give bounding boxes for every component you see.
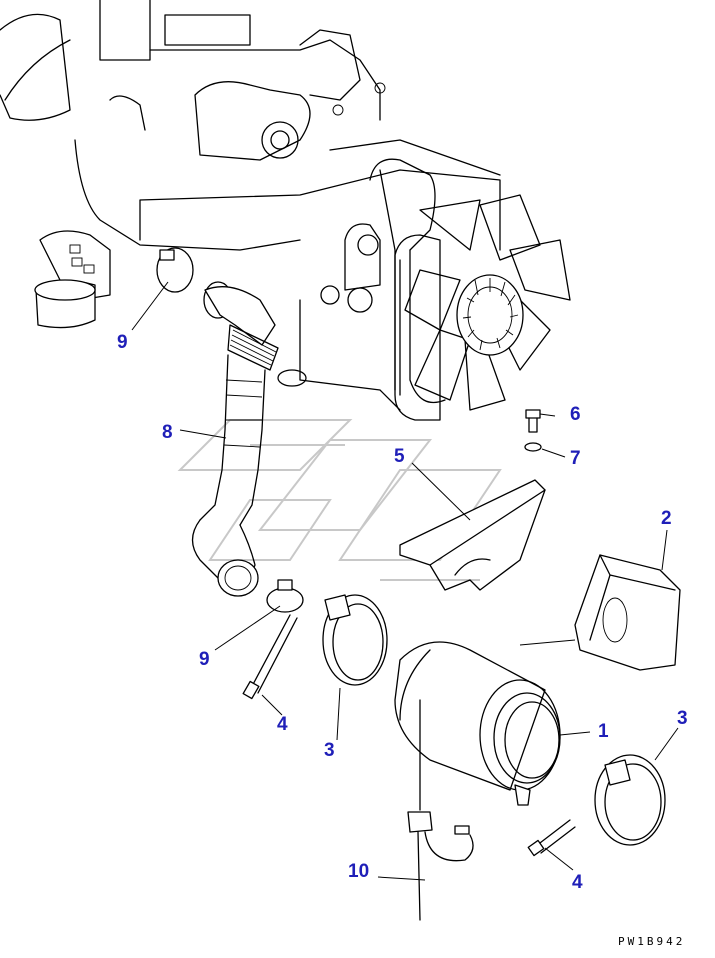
hose-clamp-lower [266,579,304,613]
callout-1[interactable]: 1 [598,721,609,742]
fan-belt [394,234,441,421]
callout-4-left[interactable]: 4 [277,714,288,735]
callout-6[interactable]: 6 [570,404,581,425]
engine-assembly [0,0,501,411]
callout-5[interactable]: 5 [394,446,405,467]
hose-clamp-upper [156,247,194,293]
bolt-right [527,819,576,857]
callout-9-upper[interactable]: 9 [117,332,128,353]
callout-4-right[interactable]: 4 [572,872,583,893]
bolt-and-washer [524,409,542,452]
callout-2[interactable]: 2 [661,508,672,529]
callout-3-left[interactable]: 3 [324,740,335,761]
mounting-block [574,554,681,671]
callout-10[interactable]: 10 [348,861,370,882]
air-cleaner [394,641,561,806]
bracket [399,479,546,591]
bolt-left [242,614,298,700]
drawing-code: PW1B942 [618,935,686,948]
air-hose [191,281,279,597]
callout-3-right[interactable]: 3 [677,708,688,729]
band-clamp-left [322,594,388,686]
callout-8[interactable]: 8 [162,422,173,443]
leader-lines [131,281,679,881]
dust-indicator-wire [407,699,474,921]
watermark-logo [177,419,502,581]
cooling-fan [404,194,571,411]
band-clamp-right [594,754,666,846]
callout-7[interactable]: 7 [570,448,581,469]
callout-9-lower[interactable]: 9 [199,649,210,670]
